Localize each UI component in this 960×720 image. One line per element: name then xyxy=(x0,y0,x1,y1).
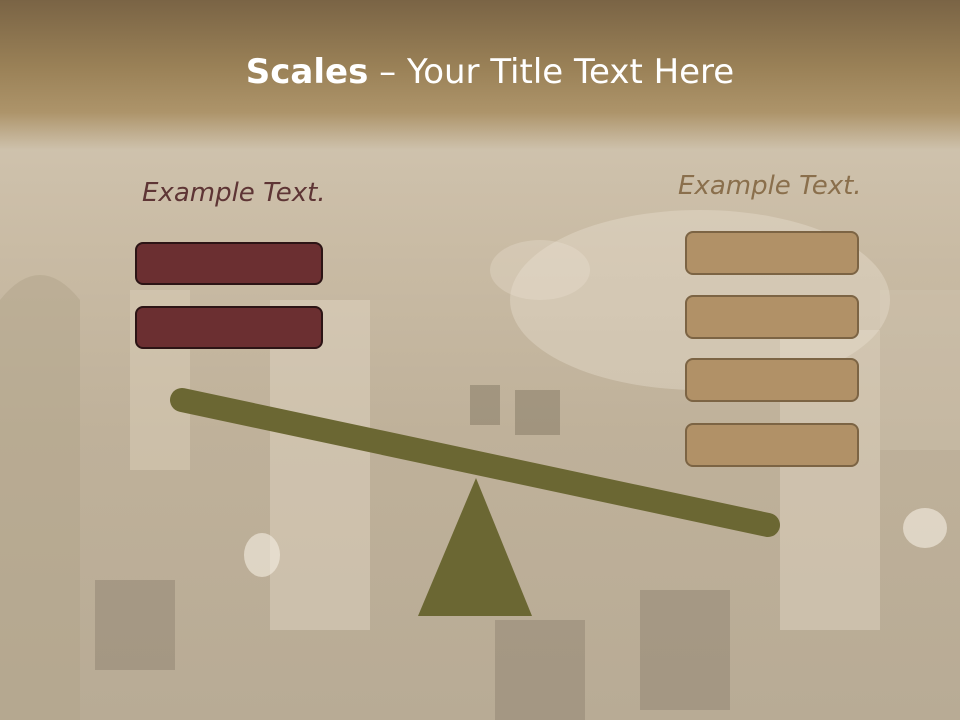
right-text-box-1 xyxy=(685,231,859,275)
title-bold-part: Scales xyxy=(245,52,369,92)
left-text-box-2 xyxy=(135,306,323,349)
scale-fulcrum xyxy=(418,478,532,616)
left-text-box-1 xyxy=(135,242,323,285)
right-text-box-4 xyxy=(685,423,859,467)
right-text-box-2 xyxy=(685,295,859,339)
left-pan-heading: Example Text. xyxy=(142,178,326,208)
slide-title: Scales – Your Title Text Here xyxy=(0,52,960,92)
right-pan-heading: Example Text. xyxy=(678,171,862,201)
right-text-box-3 xyxy=(685,358,859,402)
title-band xyxy=(0,0,960,150)
scale-beam xyxy=(170,388,780,537)
title-rest-part: – Your Title Text Here xyxy=(368,52,735,92)
